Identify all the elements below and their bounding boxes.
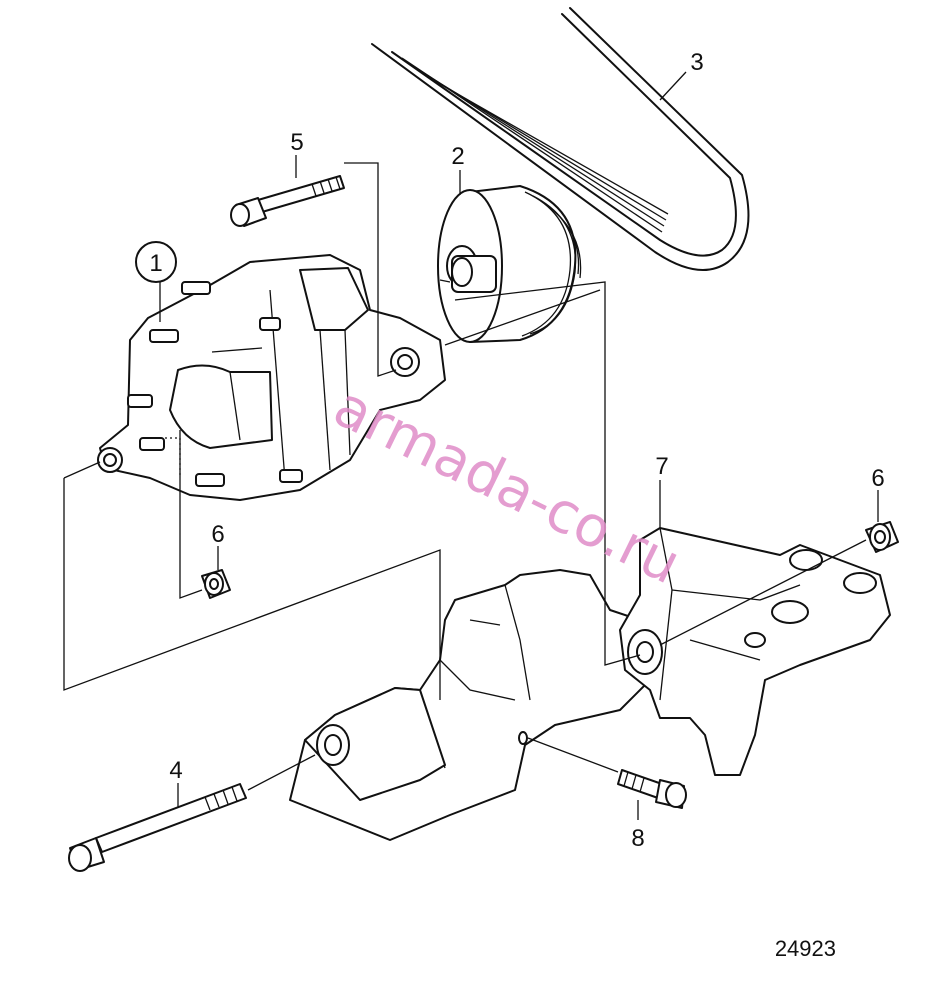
pulley bbox=[437, 185, 582, 343]
figure-number: 24923 bbox=[775, 936, 836, 961]
callout-7: 7 bbox=[655, 453, 668, 480]
leader-lines bbox=[63, 71, 879, 820]
bolt-8 bbox=[617, 769, 687, 809]
callout-4: 4 bbox=[169, 757, 182, 784]
watermark: armada-co.ru bbox=[324, 374, 690, 597]
alternator bbox=[97, 254, 446, 501]
nut-6-left bbox=[201, 569, 231, 599]
drive-belt bbox=[371, 7, 750, 271]
callout-3: 3 bbox=[690, 49, 703, 76]
callout-5: 5 bbox=[290, 129, 303, 156]
callout-6-right: 6 bbox=[871, 465, 884, 492]
bracket-7 bbox=[619, 527, 891, 776]
lower-bracket bbox=[289, 569, 651, 841]
callout-8: 8 bbox=[631, 825, 644, 852]
callout-1: 1 bbox=[135, 241, 177, 283]
callout-2: 2 bbox=[451, 143, 464, 170]
callout-6-left: 6 bbox=[211, 521, 224, 548]
svg-text:1: 1 bbox=[149, 250, 162, 277]
stud-bolt bbox=[127, 281, 303, 487]
nut-6-right bbox=[865, 521, 899, 553]
bolt-4 bbox=[68, 783, 247, 872]
bolt-5 bbox=[230, 175, 345, 227]
